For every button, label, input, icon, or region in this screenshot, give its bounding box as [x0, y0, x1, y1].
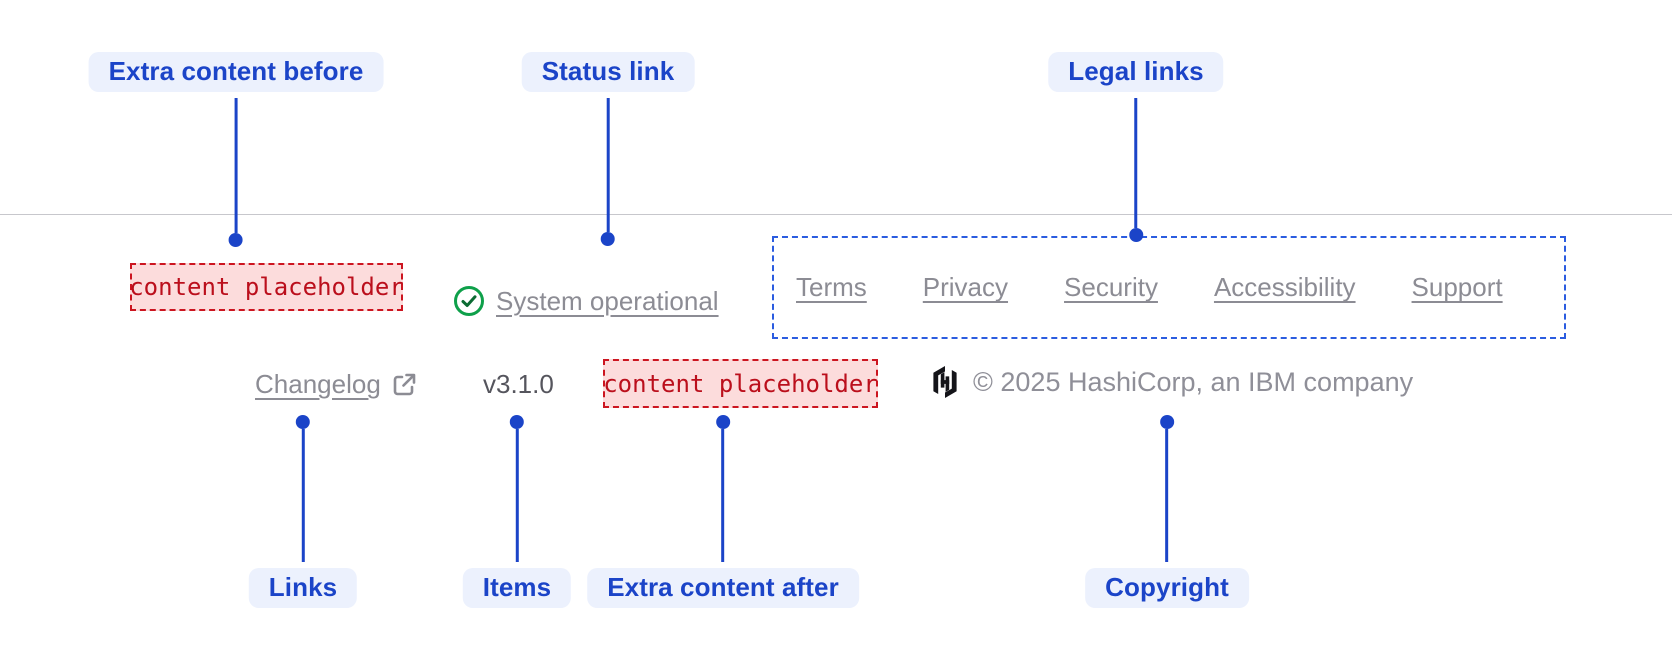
callout-dot: [295, 415, 310, 429]
annotation-label: Links: [248, 568, 358, 608]
callout-dot: [1159, 415, 1174, 429]
callout-line: [234, 98, 238, 233]
annotation-label: Items: [462, 568, 572, 608]
legal-link-privacy[interactable]: Privacy: [922, 272, 1009, 302]
callout-status-link: Status link: [521, 52, 695, 246]
check-circle-icon: [453, 285, 485, 317]
callout-dot: [509, 415, 524, 429]
footer: content placeholder System operational T…: [0, 214, 1672, 658]
callout-line: [606, 98, 610, 232]
callout-dot: [600, 232, 615, 246]
annotation-label: Legal links: [1048, 52, 1224, 92]
copyright: © 2025 HashiCorp, an IBM company: [930, 365, 1413, 399]
changelog-link-label: Changelog: [255, 368, 381, 399]
status-link-label: System operational: [496, 285, 719, 316]
callout-copyright: Copyright: [1085, 415, 1249, 608]
annotation-label: Copyright: [1085, 568, 1249, 608]
callout-dot: [716, 415, 730, 429]
annotation-label: Status link: [521, 52, 695, 92]
annotation-label: Extra content after: [587, 568, 859, 608]
legal-link-support[interactable]: Support: [1411, 272, 1503, 302]
external-link-icon: [391, 371, 418, 398]
callout-items: Items: [462, 415, 572, 608]
legal-link-security[interactable]: Security: [1064, 272, 1158, 302]
extra-content-before-placeholder: content placeholder: [129, 263, 404, 311]
callout-line: [721, 429, 725, 562]
placeholder-text: content placeholder: [603, 369, 878, 398]
legal-link-terms[interactable]: Terms: [796, 272, 867, 302]
callout-line: [515, 429, 519, 562]
extra-content-after-placeholder: content placeholder: [603, 359, 878, 408]
callout-dot: [1128, 228, 1143, 242]
legal-link-accessibility[interactable]: Accessibility: [1213, 272, 1356, 302]
callout-line: [301, 429, 305, 562]
legal-links-group: Terms Privacy Security Accessibility Sup…: [772, 236, 1566, 339]
callout-extra-content-before: Extra content before: [88, 52, 384, 247]
copyright-text: © 2025 HashiCorp, an IBM company: [973, 366, 1414, 397]
status-link[interactable]: System operational: [453, 271, 719, 331]
callout-legal-links: Legal links: [1048, 52, 1224, 242]
placeholder-text: content placeholder: [129, 273, 404, 301]
callout-line: [1134, 98, 1138, 228]
hashicorp-logo: [930, 365, 960, 399]
callout-links: Links: [248, 415, 358, 608]
version-text: v3.1.0: [483, 369, 554, 399]
changelog-link[interactable]: Changelog: [255, 368, 418, 400]
callout-line: [1165, 429, 1169, 562]
callout-extra-content-after: Extra content after: [587, 415, 859, 608]
callout-dot: [228, 233, 243, 247]
annotation-label: Extra content before: [88, 52, 384, 92]
